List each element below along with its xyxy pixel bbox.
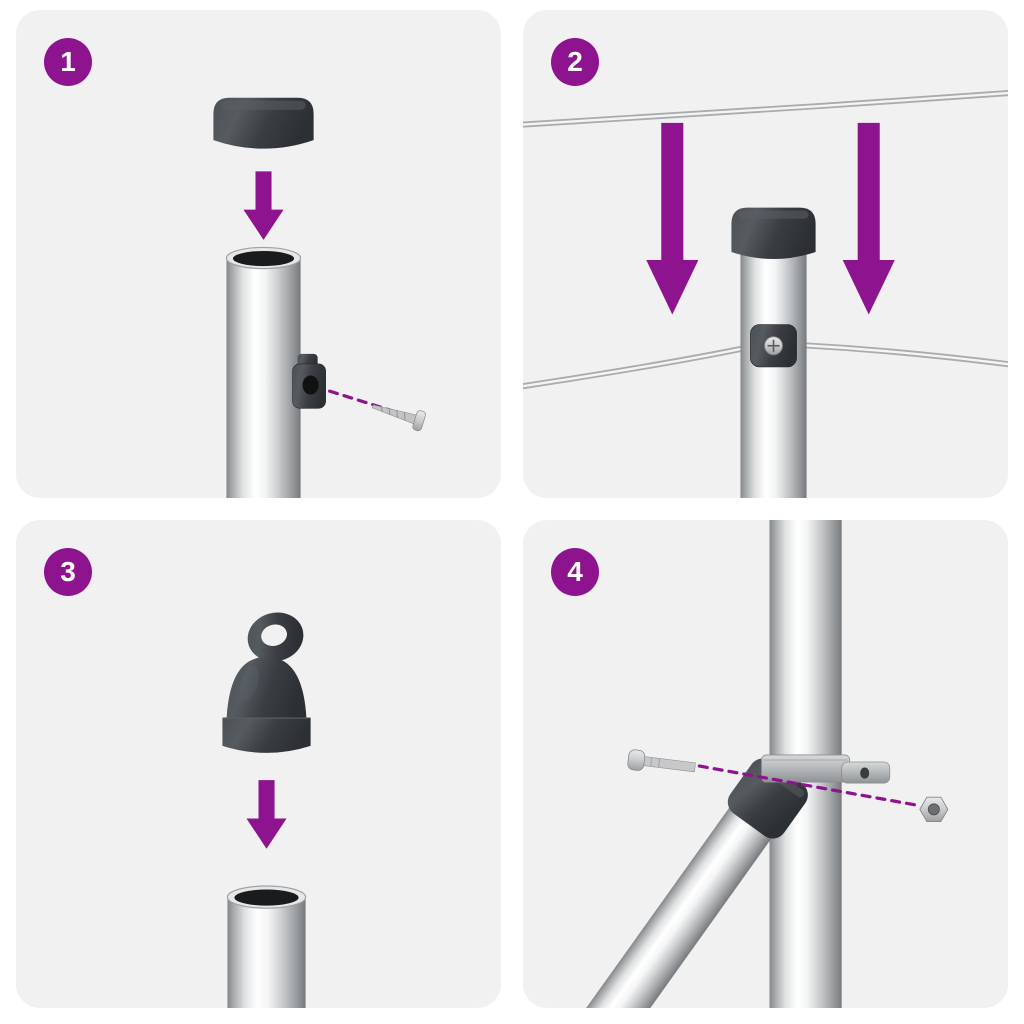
step-number: 2	[567, 46, 583, 77]
post-cap	[731, 207, 816, 260]
step-number-badge: 2	[551, 38, 599, 86]
down-arrow-icon	[246, 780, 287, 849]
post-cap	[213, 97, 314, 149]
step-panel-4: 4	[523, 520, 1008, 1008]
eyelet-tension-cap	[222, 612, 311, 753]
tension-wire-top	[523, 90, 1008, 128]
nut	[919, 796, 949, 823]
step-number: 4	[567, 556, 583, 587]
clamp-bolt-hole	[860, 767, 870, 779]
step-number-badge: 1	[44, 38, 92, 86]
step-number: 3	[60, 556, 76, 587]
metal-post	[226, 885, 307, 1008]
step-panel-2: 2	[523, 10, 1008, 498]
screw	[371, 404, 426, 432]
step-2-illustration	[523, 90, 1008, 498]
wire-clip-bracket	[292, 353, 326, 409]
wire-clamp	[750, 324, 797, 368]
step-3-illustration	[222, 612, 311, 1008]
step-number-badge: 3	[44, 548, 92, 596]
step-4-illustration	[523, 520, 949, 1008]
down-arrow-icon	[842, 122, 895, 315]
down-arrow-icon	[243, 171, 284, 240]
tension-wire-lower	[523, 341, 1008, 390]
metal-post	[225, 246, 302, 498]
step-1-illustration	[213, 97, 426, 498]
strap-clamp	[761, 754, 891, 784]
step-panel-3: 3	[16, 520, 501, 1008]
step-number: 1	[60, 46, 76, 77]
step-panel-1: 1	[16, 10, 501, 498]
bolt	[627, 749, 696, 773]
capped-post	[731, 207, 816, 498]
dashed-guide-line	[697, 764, 920, 807]
step-number-badge: 4	[551, 548, 599, 596]
down-arrow-icon	[646, 122, 699, 315]
